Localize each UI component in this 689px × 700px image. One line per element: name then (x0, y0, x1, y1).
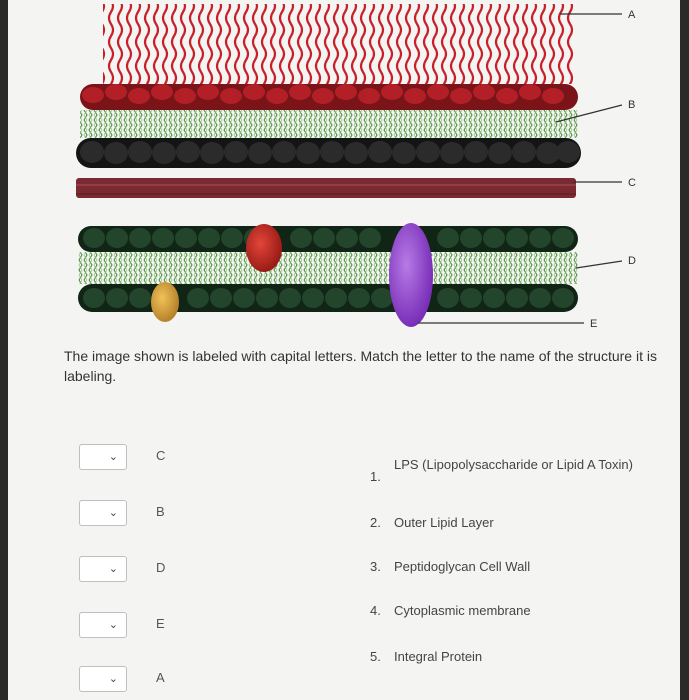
option-text: Integral Protein (394, 648, 634, 666)
option-number: 2. (370, 514, 381, 532)
match-select-c[interactable]: ⌄ (79, 444, 127, 470)
label-d: D (628, 255, 636, 267)
match-select-b[interactable]: ⌄ (79, 500, 127, 526)
match-letter: B (156, 504, 165, 519)
option-text: Outer Lipid Layer (394, 514, 634, 532)
peptidoglycan-layer (76, 178, 576, 198)
match-select-a[interactable]: ⌄ (79, 666, 127, 692)
chevron-down-icon: ⌄ (109, 618, 118, 631)
option-text: Peptidoglycan Cell Wall (394, 558, 634, 576)
chevron-down-icon: ⌄ (109, 562, 118, 575)
label-c: C (628, 177, 636, 189)
option-text: Cytoplasmic membrane (394, 602, 634, 620)
outer-membrane-inner-heads (76, 138, 581, 168)
label-e: E (590, 318, 597, 330)
quiz-page: A B C D E The image shown is labeled wit… (8, 0, 680, 700)
peripheral-protein-red (246, 224, 282, 272)
integral-protein-purple (389, 223, 433, 327)
peripheral-protein-yellow (151, 282, 179, 322)
option-number: 1. (370, 468, 381, 486)
label-a: A (628, 9, 636, 21)
outer-membrane-tails (80, 110, 578, 138)
option-number: 5. (370, 648, 381, 666)
match-letter: C (156, 448, 165, 463)
membrane-diagram: A B C D E (8, 0, 680, 335)
option-text: LPS (Lipopolysaccharide or Lipid A Toxin… (394, 456, 634, 474)
match-letter: A (156, 670, 165, 685)
lps-chains (103, 4, 573, 84)
label-b: B (628, 99, 635, 111)
option-number: 3. (370, 558, 381, 576)
match-letter: D (156, 560, 165, 575)
match-select-e[interactable]: ⌄ (79, 612, 127, 638)
cell-envelope-figure: A B C D E (8, 0, 680, 335)
chevron-down-icon: ⌄ (109, 450, 118, 463)
question-prompt: The image shown is labeled with capital … (64, 346, 664, 386)
match-select-d[interactable]: ⌄ (79, 556, 127, 582)
chevron-down-icon: ⌄ (109, 672, 118, 685)
outer-membrane-heads (80, 84, 578, 110)
match-letter: E (156, 616, 165, 631)
chevron-down-icon: ⌄ (109, 506, 118, 519)
option-number: 4. (370, 602, 381, 620)
